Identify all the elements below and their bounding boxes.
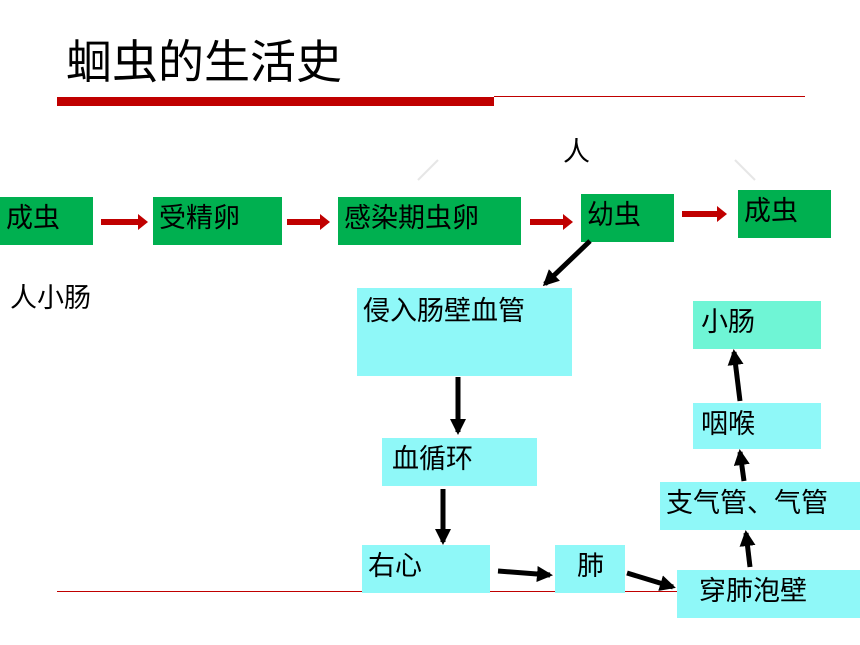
stage-larva: 幼虫 — [581, 194, 674, 242]
step-lung: 肺 — [555, 545, 625, 593]
stage-adult-worm-final: 成虫 — [738, 190, 831, 238]
title-underline-bar — [57, 97, 494, 106]
stage-infective-egg: 感染期虫卵 — [338, 197, 521, 245]
step-right-heart: 右心 — [362, 545, 490, 593]
step-bronchi-trachea: 支气管、气管 — [660, 482, 860, 530]
arrow-egg-to-infective — [287, 214, 330, 230]
step-invade-intestinal-vessels: 侵入肠壁血管 — [357, 288, 572, 376]
step-through-alveolar-wall: 穿肺泡壁 — [677, 570, 860, 618]
faint-line-left — [417, 159, 439, 181]
stage-adult-worm: 成虫 — [0, 197, 93, 245]
arrow-pharynx-to-intestine — [727, 349, 744, 402]
arrow-larva-to-invade — [542, 239, 592, 287]
arrow-lung-to-alveoli — [626, 570, 676, 591]
step-blood-circulation: 血循环 — [382, 438, 537, 486]
faint-line-right — [734, 159, 756, 181]
arrow-adult-to-egg — [101, 214, 148, 230]
arrow-bronchi-to-pharynx — [733, 449, 750, 482]
label-human: 人 — [563, 137, 590, 168]
arrow-alveoli-to-bronchi — [739, 530, 756, 568]
slide-title: 蛔虫的生活史 — [66, 35, 342, 89]
arrow-larva-to-adult — [682, 206, 727, 222]
step-small-intestine: 小肠 — [693, 301, 821, 349]
step-pharynx: 咽喉 — [693, 403, 821, 449]
arrow-infective-to-larva — [530, 214, 573, 230]
label-human-small-intestine: 人小肠 — [10, 283, 91, 314]
title-underline-line — [494, 96, 805, 97]
arrow-heart-to-lung — [497, 566, 553, 582]
stage-fertilized-egg: 受精卵 — [153, 197, 282, 245]
